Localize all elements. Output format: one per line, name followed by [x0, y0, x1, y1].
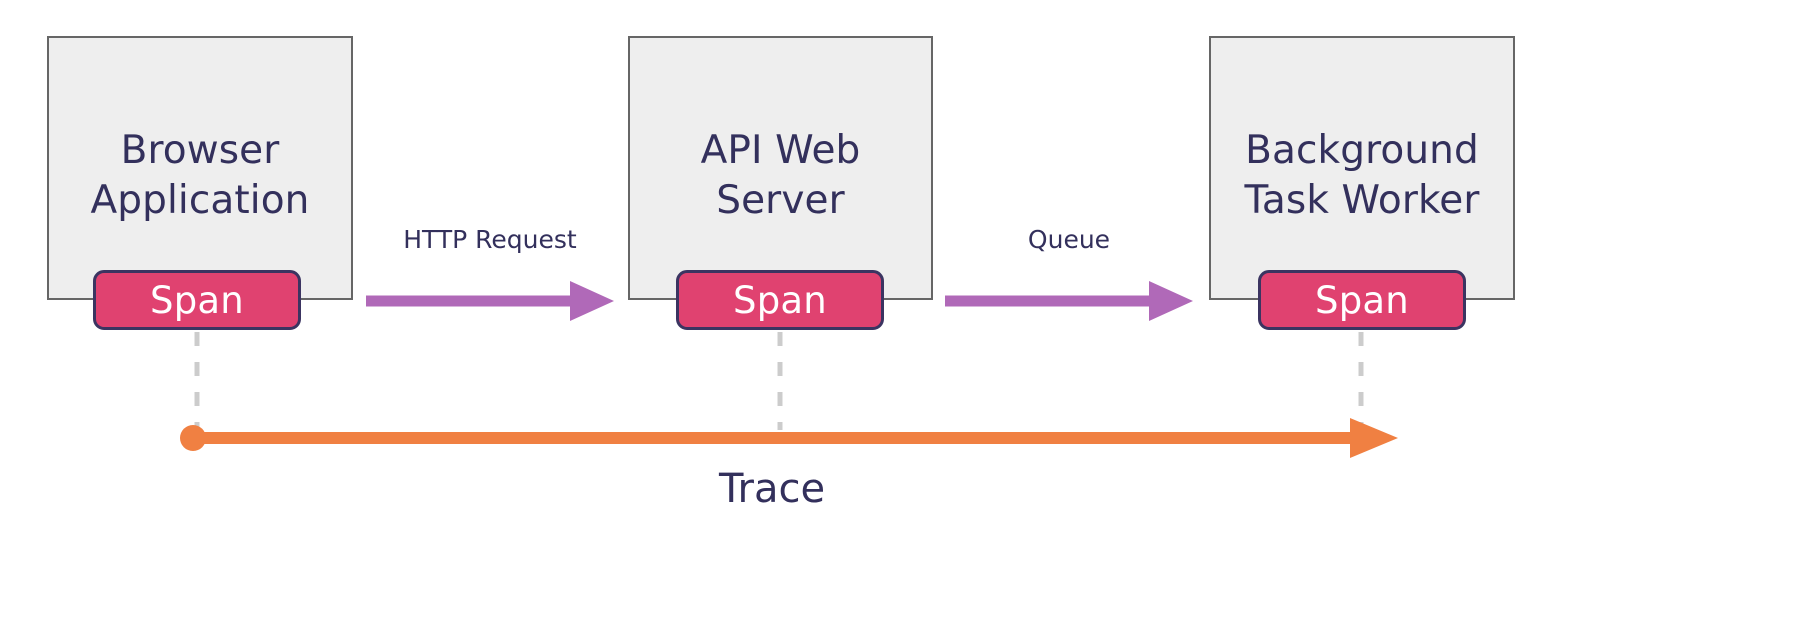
span-badge-background-task-worker[interactable]: Span — [1258, 270, 1466, 330]
service-box-background-task-worker[interactable]: Background Task Worker — [1209, 36, 1515, 300]
span-badge-api-web-server[interactable]: Span — [676, 270, 884, 330]
connector-arrow-http-request — [366, 281, 614, 321]
connector-label-queue: Queue — [1027, 225, 1111, 254]
service-box-api-web-server[interactable]: API Web Server — [628, 36, 933, 300]
span-badge-browser-application[interactable]: Span — [93, 270, 301, 330]
service-label-api-web-server: API Web Server — [700, 128, 861, 223]
trace-start-dot — [180, 425, 206, 451]
connector-label-http-request: HTTP Request — [403, 225, 577, 254]
trace-arrow — [180, 418, 1398, 458]
service-box-browser-application[interactable]: Browser Application — [47, 36, 353, 300]
service-label-browser-application: Browser Application — [90, 128, 310, 223]
span-drop-lines — [194, 332, 1364, 430]
trace-label: Trace — [718, 466, 826, 512]
service-label-background-task-worker: Background Task Worker — [1244, 128, 1480, 223]
connector-arrow-queue — [945, 281, 1193, 321]
